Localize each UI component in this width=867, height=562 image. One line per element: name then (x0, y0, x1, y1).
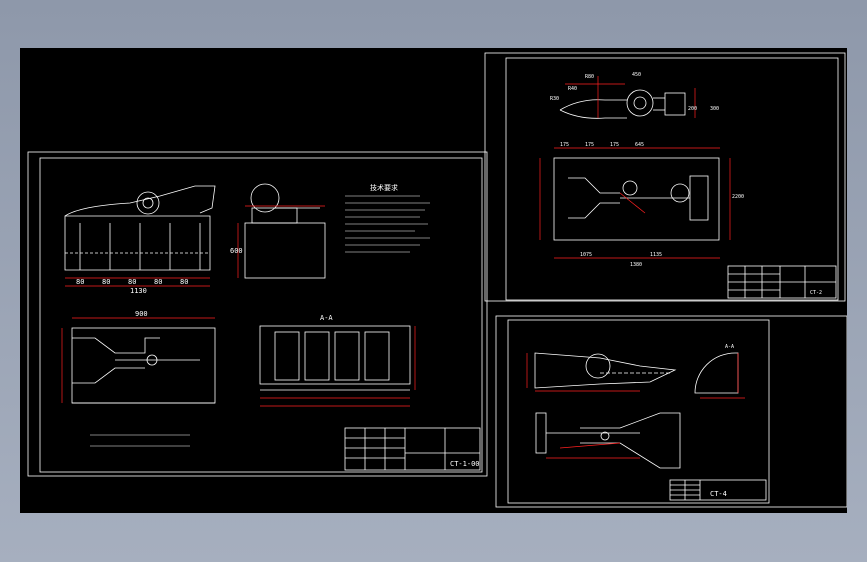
dim-175: 175 (585, 142, 594, 148)
dim-1075: 1075 (580, 252, 592, 258)
dim-r40: R40 (568, 86, 577, 92)
dim-side-height: 600 (230, 247, 243, 255)
pipe-top-view (559, 89, 686, 119)
dim-175: 175 (560, 142, 569, 148)
pipe-plan-view (553, 157, 720, 241)
dim-r30: R30 (550, 96, 559, 102)
title-block-main (344, 427, 481, 471)
dim-80: 80 (154, 278, 162, 286)
title-block-bottom-right (669, 479, 767, 501)
dim-80: 80 (180, 278, 188, 286)
dim-1380: 1380 (630, 262, 642, 268)
dim-645: 645 (635, 142, 644, 148)
title-block-code: CT-4 (710, 490, 727, 498)
dimensions-bottom-right (526, 353, 745, 459)
dim-80: 80 (76, 278, 84, 286)
section-label: A-A (725, 344, 734, 350)
dim-r80: R80 (585, 74, 594, 80)
dimensions-top-right (539, 76, 731, 259)
dimension-texts-bottom-right: A-A CT-4 (710, 344, 734, 498)
plan-view (71, 327, 216, 404)
section-label: A-A (320, 314, 333, 322)
dim-80: 80 (102, 278, 110, 286)
cad-drawing: 80 80 80 80 80 1130 900 600 A-A 技术要求 CT-… (27, 52, 847, 508)
dim-1135: 1135 (650, 252, 662, 258)
nozzle-elevation (534, 352, 677, 389)
dimension-texts-top-right: R80 R40 450 R30 200 300 175 175 175 645 … (550, 72, 822, 296)
dim-80: 80 (128, 278, 136, 286)
side-elevation (244, 183, 326, 279)
sheet-main (27, 151, 488, 477)
parts-list-left (90, 434, 190, 447)
section-detail (694, 352, 739, 394)
dim-175: 175 (610, 142, 619, 148)
dim-300: 300 (710, 106, 719, 112)
title-block-top-right (727, 265, 837, 299)
dimension-texts-main: 80 80 80 80 80 1130 900 600 A-A 技术要求 CT-… (76, 183, 480, 468)
technical-notes (345, 195, 430, 253)
dim-total: 1130 (130, 287, 147, 295)
dim-2200: 2200 (732, 194, 744, 200)
dim-450: 450 (632, 72, 641, 78)
sheet-top-right (484, 52, 846, 302)
nozzle-plan (535, 412, 681, 469)
title-block-code: CT-1-00 (450, 460, 480, 468)
cad-model-space[interactable]: 80 80 80 80 80 1130 900 600 A-A 技术要求 CT-… (20, 48, 847, 513)
title-block-code: CT-2 (810, 290, 822, 296)
dimensions-main (61, 205, 416, 407)
section-view (259, 325, 411, 391)
dim-plan-top: 900 (135, 310, 148, 318)
dim-200: 200 (688, 106, 697, 112)
sheet-bottom-right (495, 315, 847, 508)
front-elevation (64, 185, 216, 271)
notes-title: 技术要求 (370, 183, 398, 192)
